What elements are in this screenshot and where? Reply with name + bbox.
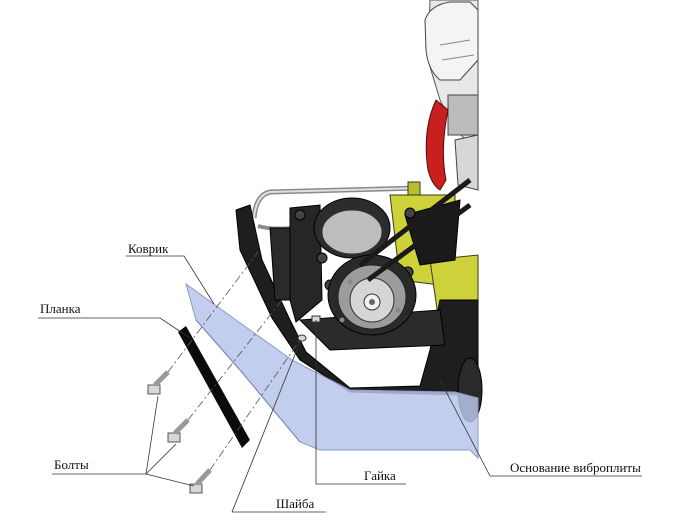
label-bolts: Болты bbox=[54, 457, 89, 472]
red-pulley-cover bbox=[425, 99, 449, 191]
label-washer: Шайба bbox=[276, 496, 315, 511]
nut-washer bbox=[297, 315, 321, 342]
label-nut: Гайка bbox=[364, 468, 396, 483]
black-frame bbox=[235, 199, 479, 396]
assembly-center-lines bbox=[167, 251, 301, 471]
bolt-3 bbox=[189, 468, 212, 494]
engine-housing bbox=[424, 0, 479, 191]
bolts bbox=[147, 370, 212, 494]
bolt-2 bbox=[167, 418, 190, 443]
bolt-1 bbox=[147, 370, 170, 395]
label-mat: Коврик bbox=[128, 241, 169, 256]
rubber-mat bbox=[185, 282, 479, 460]
label-base: Основание виброплиты bbox=[510, 460, 641, 475]
leader-lines bbox=[38, 255, 642, 513]
label-bar: Планка bbox=[40, 301, 81, 316]
clamp-bar bbox=[178, 326, 250, 448]
pulley-assembly bbox=[313, 178, 472, 336]
